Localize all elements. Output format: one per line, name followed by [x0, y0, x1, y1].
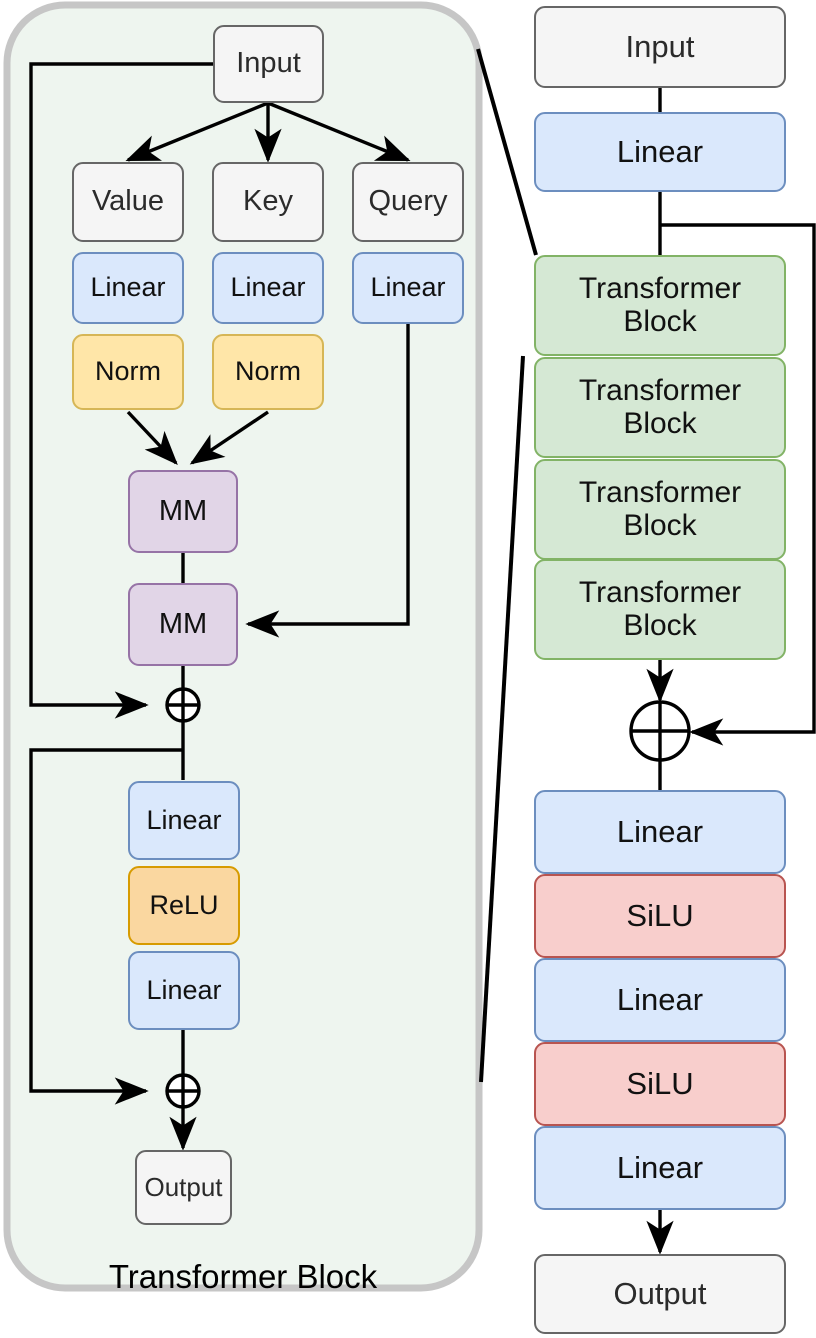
left-input-box[interactable]: Input [213, 25, 324, 103]
right-head-silu-2[interactable]: SiLU [534, 1042, 786, 1126]
right-transformer-block-1[interactable]: Transformer Block [534, 255, 786, 356]
edge-r-residual [660, 223, 816, 746]
right-transformer-block-2[interactable]: Transformer Block [534, 357, 786, 458]
right-head-silu-1[interactable]: SiLU [534, 874, 786, 958]
left-matmul-2-box[interactable]: MM [128, 583, 238, 666]
edge-normk-to-mm1 [189, 410, 269, 465]
right-input-box[interactable]: Input [534, 6, 786, 88]
right-transformer-block-3[interactable]: Transformer Block [534, 459, 786, 560]
left-query-linear-box[interactable]: Linear [352, 252, 464, 324]
right-output-box[interactable]: Output [534, 1254, 786, 1334]
left-key-box[interactable]: Key [212, 162, 324, 242]
edge-normv-to-mm1 [126, 410, 178, 465]
edge-input-to-query [267, 101, 411, 162]
right-head-linear-2[interactable]: Linear [534, 958, 786, 1042]
left-output-box[interactable]: Output [135, 1150, 232, 1225]
right-transformer-block-4[interactable]: Transformer Block [534, 559, 786, 660]
left-ffn-relu-box[interactable]: ReLU [128, 866, 240, 945]
left-value-norm-box[interactable]: Norm [72, 334, 184, 410]
left-query-box[interactable]: Query [352, 162, 464, 242]
left-matmul-1-box[interactable]: MM [128, 470, 238, 553]
right-head-linear-3[interactable]: Linear [534, 1126, 786, 1210]
edge-input-to-value [125, 101, 269, 162]
edge-query-to-mm2 [245, 318, 410, 638]
transformer-block-container [3, 1, 483, 1292]
left-value-linear-box[interactable]: Linear [72, 252, 184, 324]
left-key-linear-box[interactable]: Linear [212, 252, 324, 324]
transformer-block-caption: Transformer Block [108, 1258, 378, 1295]
edge-add1-residual-2 [29, 748, 183, 1105]
right-head-linear-1[interactable]: Linear [534, 790, 786, 874]
callout-line-top [476, 48, 538, 256]
edge-input-residual-1 [29, 62, 213, 719]
left-ffn-linear-1-box[interactable]: Linear [128, 781, 240, 860]
left-ffn-linear-2-box[interactable]: Linear [128, 951, 240, 1030]
add-symbols [165, 687, 691, 1109]
callout-line-bottom [479, 355, 525, 1083]
left-value-box[interactable]: Value [72, 162, 184, 242]
left-key-norm-box[interactable]: Norm [212, 334, 324, 410]
right-linear-in-box[interactable]: Linear [534, 112, 786, 192]
